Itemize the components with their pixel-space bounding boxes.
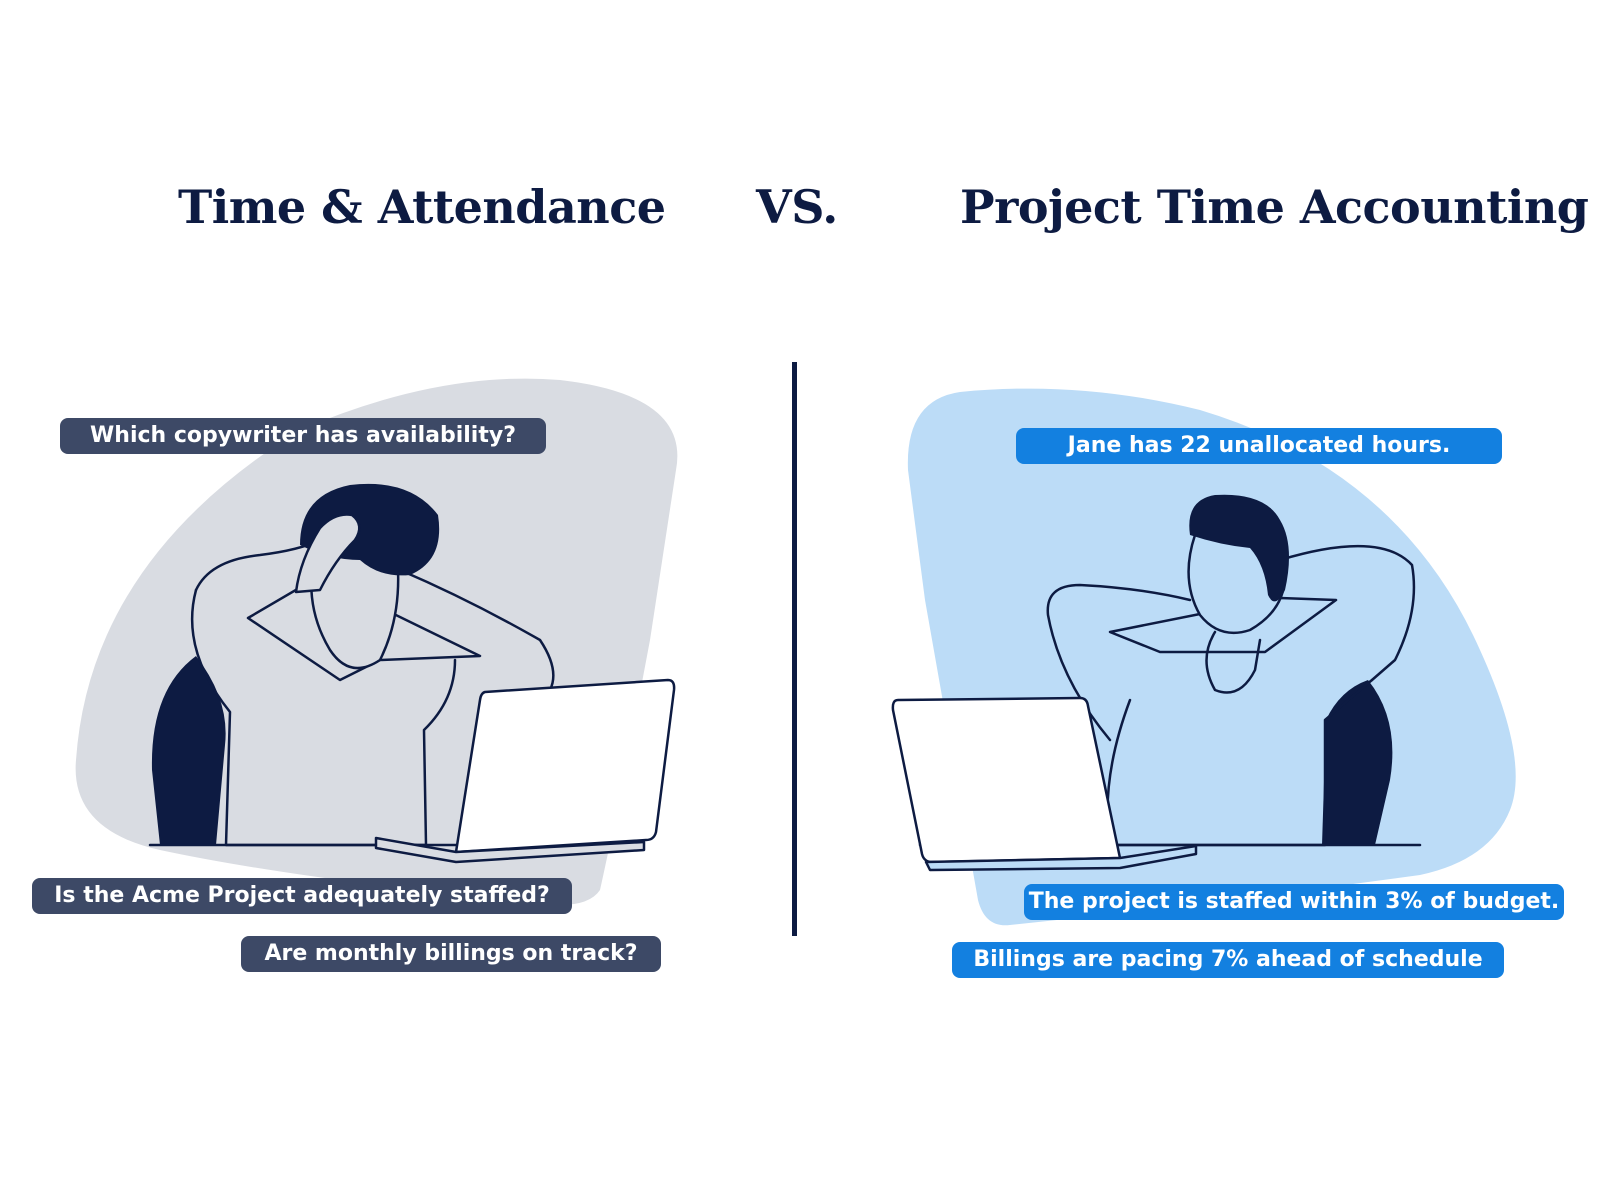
question-copywriter-availability: Which copywriter has availability? [60,418,546,454]
left-hand [294,513,361,594]
heading-project-time-accounting: Project Time Accounting [960,180,1589,234]
question-acme-staffing: Is the Acme Project adequately staffed? [32,878,572,914]
right-left-arm [1046,583,1192,742]
heading-time-attendance: Time & Attendance [178,180,666,234]
right-hair [1189,494,1289,602]
answer-billings-pacing: Billings are pacing 7% ahead of schedule [952,942,1504,978]
right-right-arm [1278,544,1416,682]
left-chair [151,656,226,845]
left-torso [190,588,457,847]
stressed-person-figure [148,483,642,847]
answer-staffing-budget: The project is staffed within 3% of budg… [1024,884,1564,920]
right-arm [398,568,555,692]
answer-unallocated-hours: Jane has 22 unallocated hours. [1016,428,1502,464]
right-laptop [891,696,1198,872]
right-chair [1322,680,1393,845]
heading-vs: VS. [756,180,838,234]
left-laptop [374,678,676,864]
vs-divider [792,362,797,936]
question-monthly-billings: Are monthly billings on track? [241,936,661,972]
relaxed-person-figure [918,494,1422,847]
